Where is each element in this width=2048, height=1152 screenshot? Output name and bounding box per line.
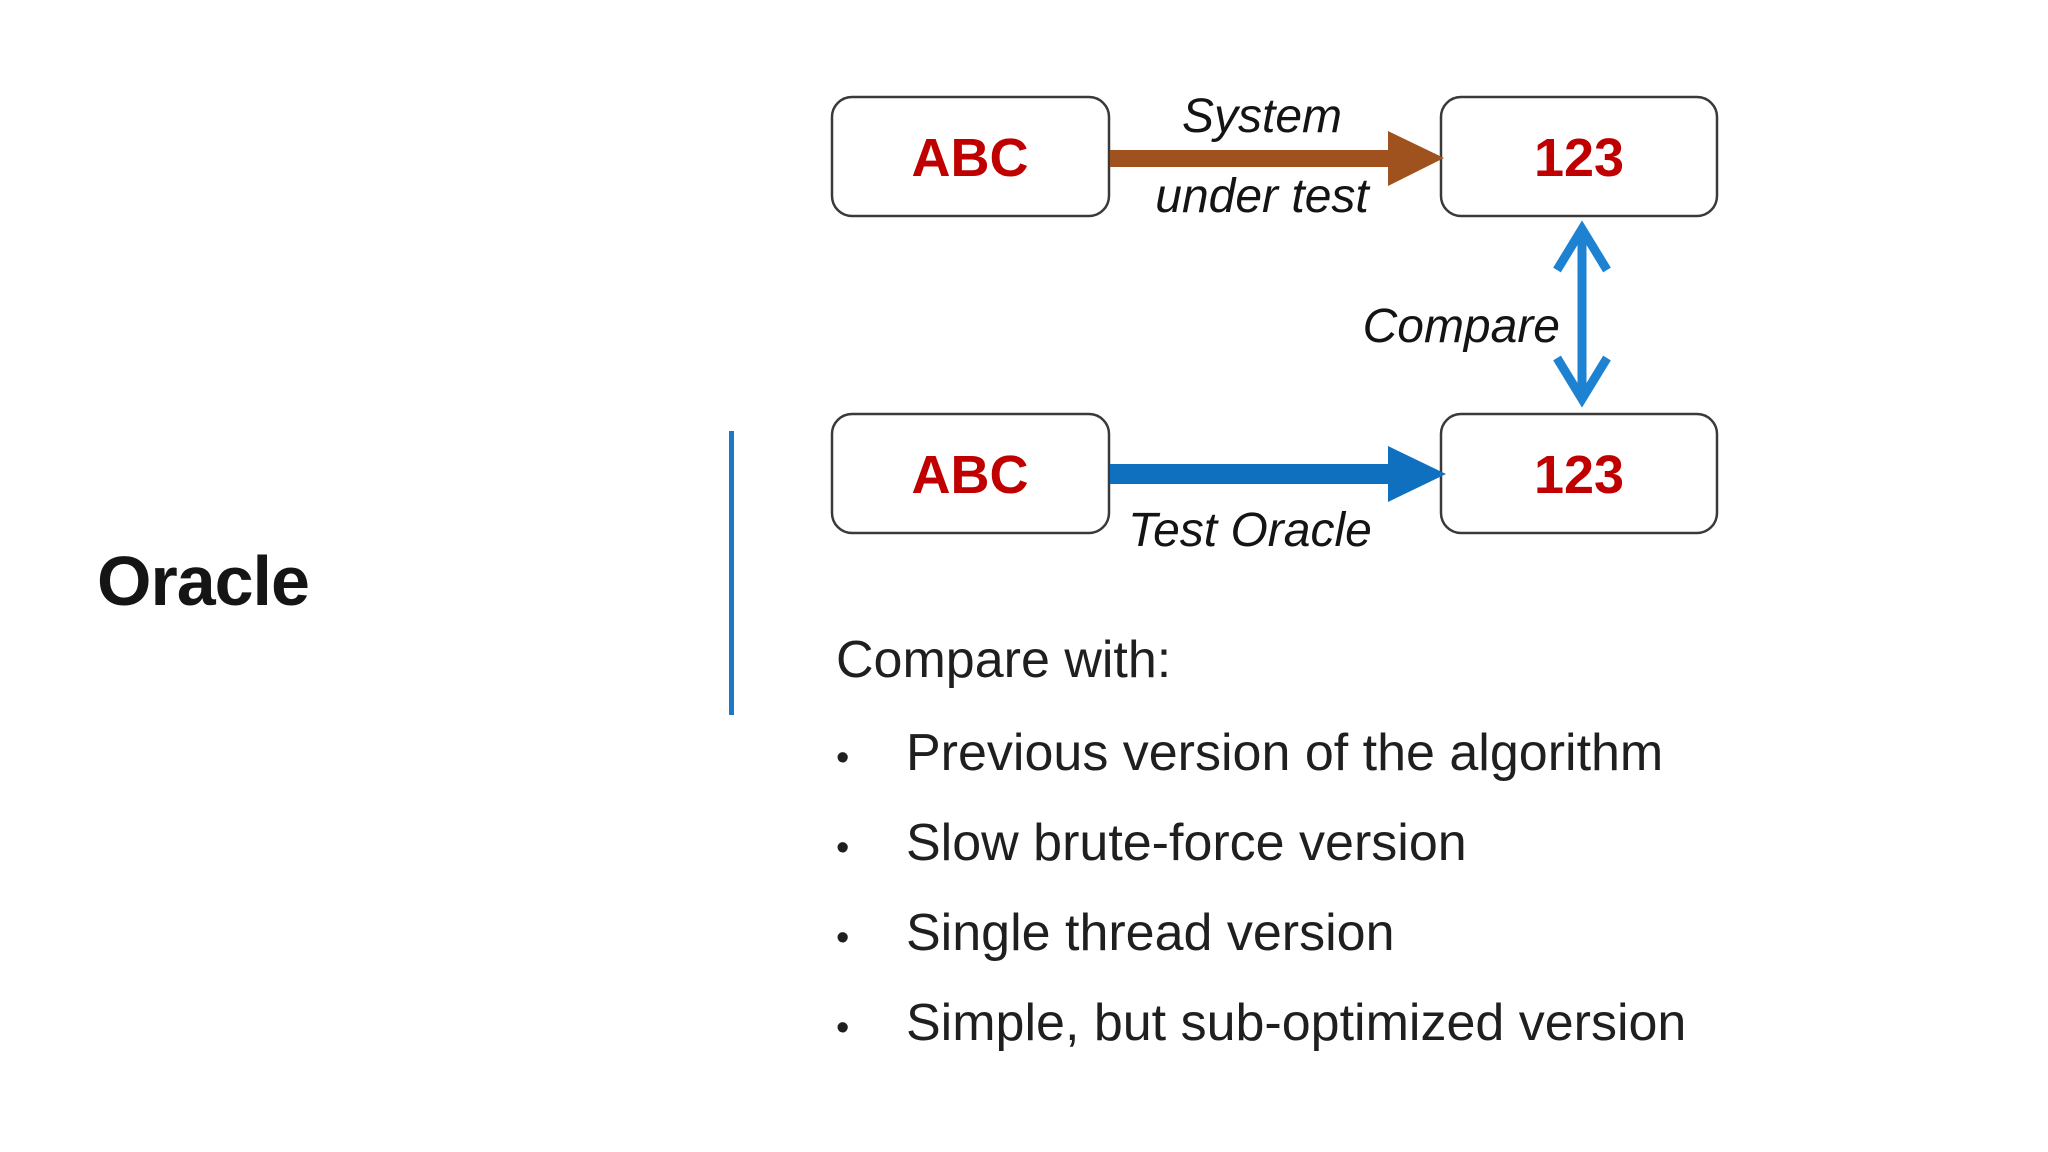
bullet-icon: •	[836, 1007, 850, 1049]
compare-options-list: • Previous version of the algorithm • Sl…	[836, 711, 1686, 1071]
sut-input-label: ABC	[912, 128, 1029, 188]
sut-output-label: 123	[1534, 128, 1624, 188]
bullet-text: Previous version of the algorithm	[906, 724, 1664, 782]
list-item: • Single thread version	[836, 891, 1686, 981]
body-text-block: Compare with: • Previous version of the …	[836, 618, 1686, 1071]
bullet-text: Single thread version	[906, 904, 1395, 962]
bullet-text: Slow brute-force version	[906, 814, 1467, 872]
list-item: • Simple, but sub-optimized version	[836, 981, 1686, 1071]
sut-input-box	[830, 95, 1111, 218]
sut-output-box	[1439, 95, 1719, 218]
sut-arrow-label-line1: System	[1182, 90, 1342, 143]
list-item: • Previous version of the algorithm	[836, 711, 1686, 801]
slide-title: Oracle	[97, 542, 310, 620]
oracle-output-label: 123	[1534, 445, 1624, 505]
compare-label: Compare	[1363, 300, 1560, 353]
sut-arrow-label-line2: under test	[1155, 170, 1370, 223]
accent-vertical-line	[729, 431, 734, 715]
compare-double-arrow-icon	[1553, 220, 1611, 408]
oracle-input-box	[830, 412, 1111, 535]
system-under-test-arrow-icon	[1110, 131, 1444, 186]
bullet-icon: •	[836, 917, 850, 959]
compare-with-heading: Compare with:	[836, 631, 1172, 689]
bullet-text: Simple, but sub-optimized version	[906, 994, 1687, 1052]
oracle-input-label: ABC	[912, 445, 1029, 505]
test-oracle-arrow-icon	[1110, 446, 1446, 502]
oracle-arrow-label: Test Oracle	[1128, 504, 1372, 557]
bullet-icon: •	[836, 737, 850, 779]
list-item: • Slow brute-force version	[836, 801, 1686, 891]
bullet-icon: •	[836, 827, 850, 869]
